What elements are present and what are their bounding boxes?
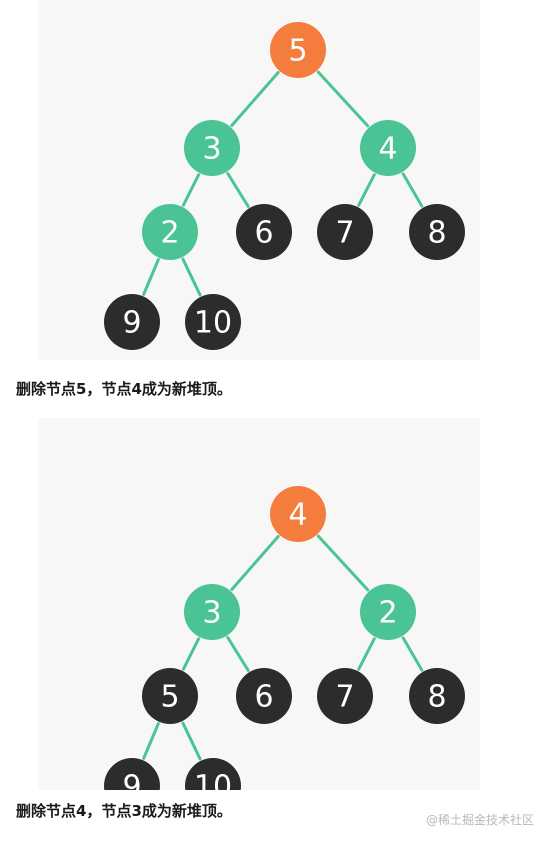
edge-n2-n8 (401, 636, 424, 672)
node-7: 7 (317, 668, 373, 724)
node-6: 6 (236, 204, 292, 260)
node-circle (360, 584, 416, 640)
node-circle (409, 668, 465, 724)
node-circle (236, 668, 292, 724)
node-circle (185, 758, 241, 790)
node-6: 6 (236, 668, 292, 724)
node-circle (270, 486, 326, 542)
node-10: 10 (185, 294, 241, 350)
edge-n2-n7 (357, 637, 376, 671)
caption-1: 删除节点5，节点4成为新堆顶。 (16, 380, 232, 398)
node-circle (184, 584, 240, 640)
node-label: 8 (427, 216, 446, 251)
node-3: 3 (184, 120, 240, 176)
node-circle (409, 204, 465, 260)
node-2: 2 (142, 204, 198, 260)
node-circle (104, 294, 160, 350)
edge-n3-n6 (226, 172, 250, 208)
node-4: 4 (360, 120, 416, 176)
node-9: 9 (104, 294, 160, 350)
node-circle (142, 668, 198, 724)
node-circle (185, 294, 241, 350)
node-circle (270, 22, 326, 78)
node-circle (317, 668, 373, 724)
heap-tree-diagram-1: 5 3 4 2 6 7 8 9 10 (104, 22, 465, 350)
node-label: 8 (427, 680, 446, 715)
node-3: 3 (184, 584, 240, 640)
edge-n3-n5 (181, 637, 201, 671)
edge-n2-n10 (181, 257, 202, 297)
node-10: 10 (185, 758, 241, 790)
node-label: 4 (288, 498, 307, 533)
caption-2: 删除节点4，节点3成为新堆顶。 (16, 802, 232, 820)
edge-n2-n9 (142, 258, 160, 296)
node-circle (184, 120, 240, 176)
node-8: 8 (409, 668, 465, 724)
edge-n5-n4 (316, 70, 370, 128)
node-label: 4 (378, 132, 397, 167)
node-label: 5 (288, 34, 307, 69)
node-label: 5 (160, 680, 179, 715)
node-label: 3 (202, 132, 221, 167)
node-label: 6 (254, 216, 273, 251)
node-label: 3 (202, 596, 221, 631)
edge-n5-n3 (230, 71, 280, 127)
edge-n4-n3 (230, 535, 280, 591)
node-label: 10 (194, 770, 232, 791)
node-label: 7 (335, 216, 354, 251)
node-label: 7 (335, 680, 354, 715)
node-2: 2 (360, 584, 416, 640)
node-label: 9 (122, 770, 141, 791)
node-circle (236, 204, 292, 260)
edge-n3-n6 (226, 636, 250, 672)
node-label: 2 (160, 216, 179, 251)
node-circle (317, 204, 373, 260)
node-label: 9 (122, 306, 141, 341)
node-9: 9 (104, 758, 160, 790)
heap-tree-diagram-2: 4 3 2 5 6 7 8 9 10 (104, 486, 465, 790)
node-5: 5 (142, 668, 198, 724)
node-7: 7 (317, 204, 373, 260)
node-circle (360, 120, 416, 176)
node-5: 5 (270, 22, 326, 78)
watermark: @稀土掘金技术社区 (425, 813, 534, 827)
node-label: 10 (194, 306, 232, 341)
node-label: 6 (254, 680, 273, 715)
edge-n4-n7 (357, 173, 376, 207)
node-circle (104, 758, 160, 790)
edge-n4-n2 (316, 534, 370, 592)
node-8: 8 (409, 204, 465, 260)
edge-n5-n10 (181, 721, 202, 761)
node-4: 4 (270, 486, 326, 542)
node-circle (142, 204, 198, 260)
edge-n5-n9 (142, 722, 160, 760)
edge-n4-n8 (401, 172, 424, 208)
edge-n3-n2 (181, 173, 201, 207)
node-label: 2 (378, 596, 397, 631)
